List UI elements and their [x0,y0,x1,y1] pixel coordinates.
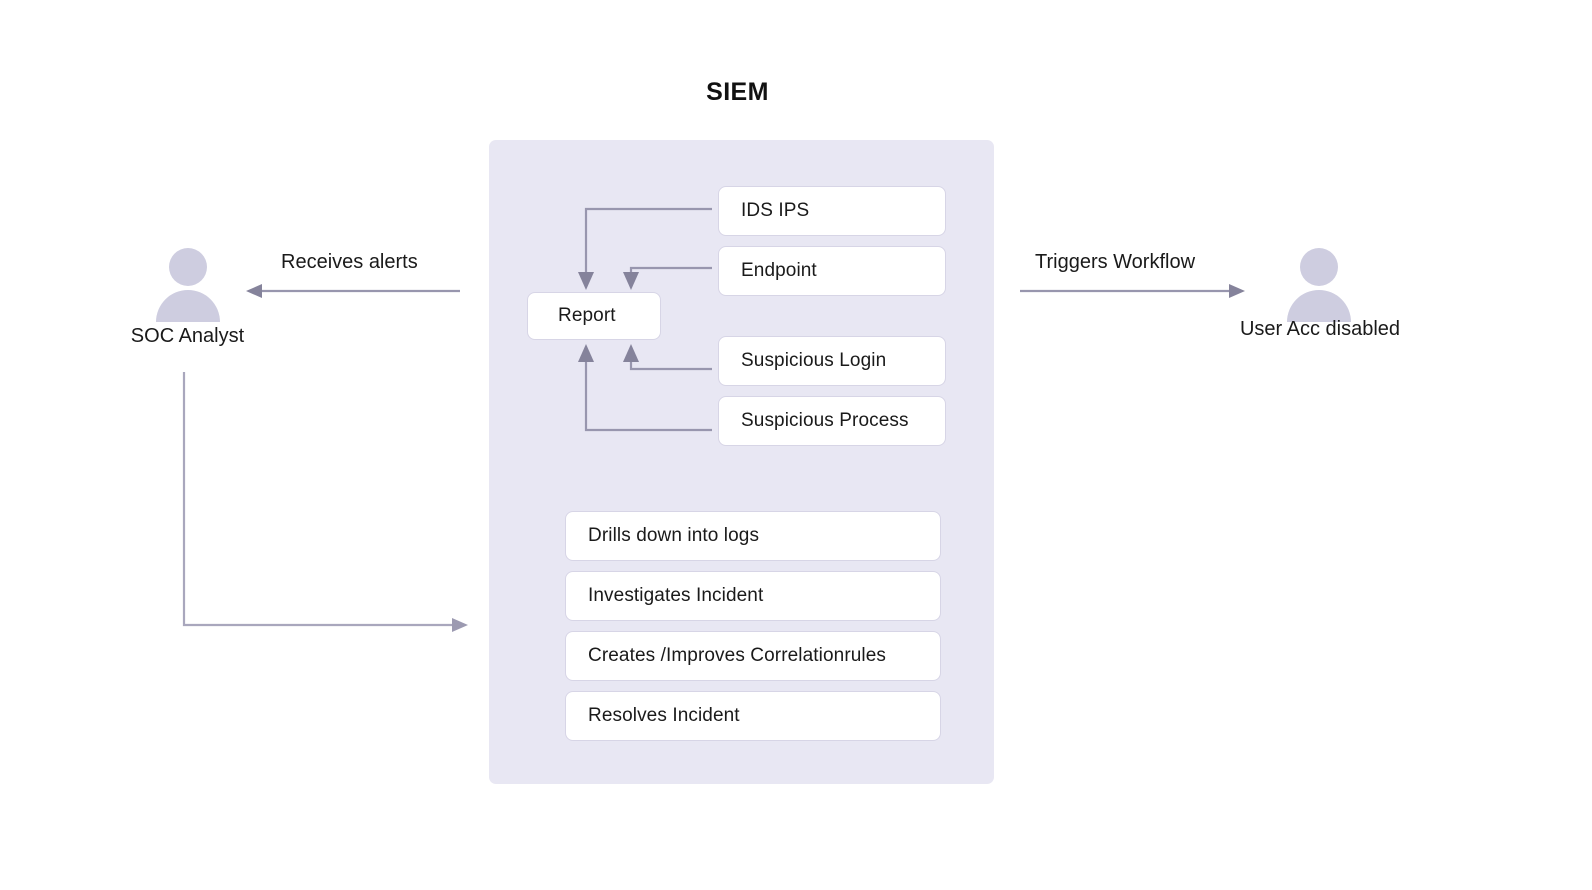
person-icon-body [156,290,220,322]
person-icon [1281,248,1357,322]
actor-user-acc-disabled-label: User Acc disabled [1239,318,1401,340]
person-icon-head [1300,248,1338,286]
node-suspicious-process[interactable]: Suspicious Process [718,396,946,446]
node-report[interactable]: Report [527,292,661,340]
edge-analyst-to-siem [182,372,468,632]
node-creates-improves-correlation-rules[interactable]: Creates /Improves Correlationrules [565,631,941,681]
person-icon [150,248,226,322]
edge-receives-alerts [246,284,460,298]
node-resolves-incident[interactable]: Resolves Incident [565,691,941,741]
actor-soc-analyst[interactable] [150,248,226,322]
edge-label-receives-alerts: Receives alerts [281,251,418,273]
edge-triggers-workflow [1020,284,1245,298]
actor-soc-analyst-label: SOC Analyst [130,325,245,347]
node-investigates-incident[interactable]: Investigates Incident [565,571,941,621]
siem-panel [489,140,994,784]
node-ids-ips[interactable]: IDS IPS [718,186,946,236]
node-suspicious-login[interactable]: Suspicious Login [718,336,946,386]
node-endpoint[interactable]: Endpoint [718,246,946,296]
edge-label-triggers-workflow: Triggers Workflow [1035,251,1196,273]
actor-user-acc-disabled[interactable] [1281,248,1357,322]
page-title: SIEM [706,78,769,106]
node-drills-down-into-logs[interactable]: Drills down into logs [565,511,941,561]
person-icon-head [169,248,207,286]
